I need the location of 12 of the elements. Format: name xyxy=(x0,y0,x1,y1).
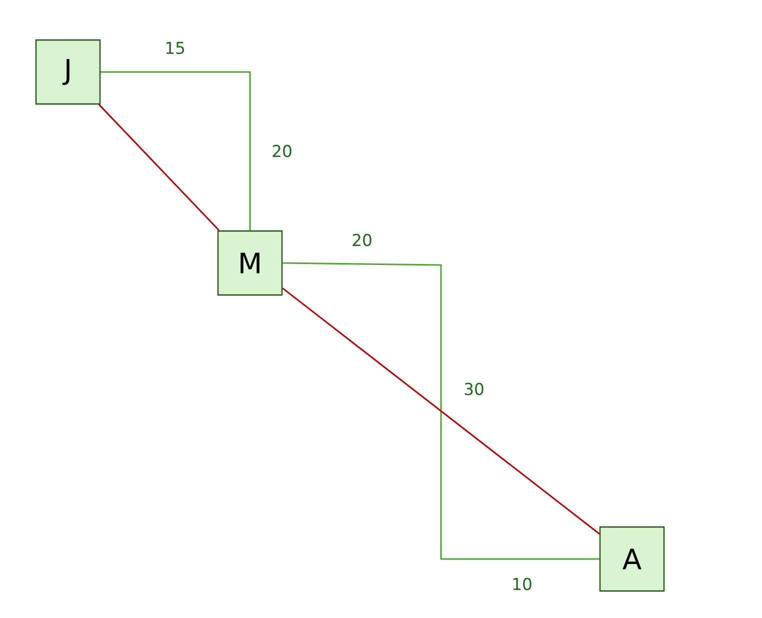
length-label: 30 xyxy=(464,382,484,396)
letter-box: M xyxy=(217,230,283,296)
letter-box: J xyxy=(35,39,101,105)
connector-line xyxy=(98,104,220,231)
connector-line xyxy=(100,71,251,230)
connector-line xyxy=(282,262,600,560)
length-label: 20 xyxy=(272,144,292,158)
connector-line xyxy=(282,288,600,534)
length-label: 20 xyxy=(352,234,372,246)
letter-box: A xyxy=(599,526,665,592)
length-label: 10 xyxy=(513,578,532,590)
length-label: 15 xyxy=(166,42,184,54)
